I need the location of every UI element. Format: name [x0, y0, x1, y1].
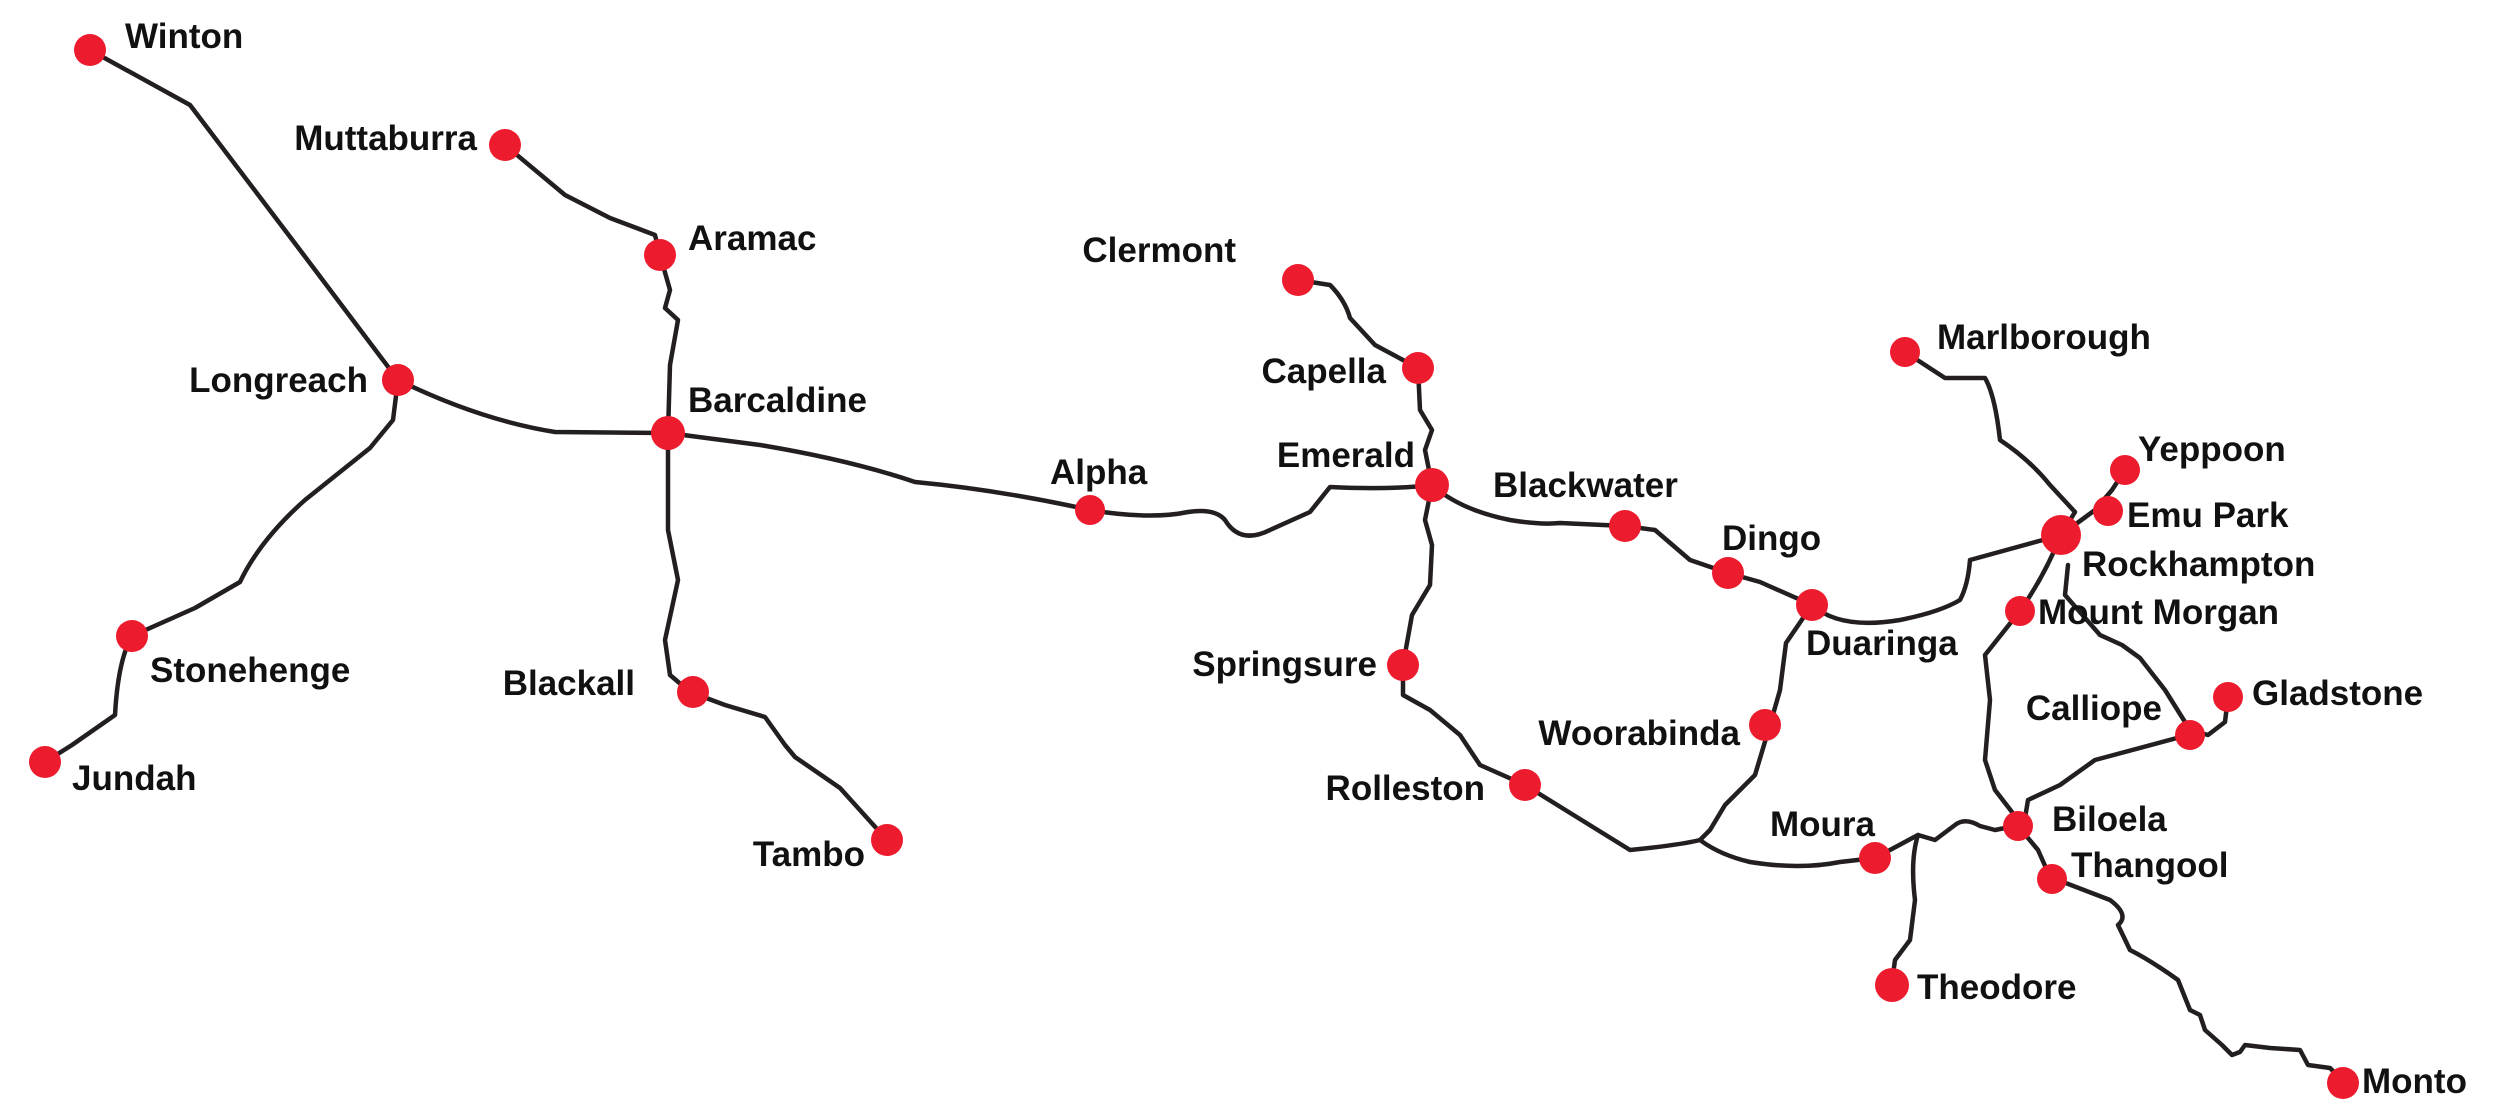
route-rolleston-moura: [1522, 782, 1878, 869]
route-aramac-barcaldine: [657, 252, 681, 436]
route-longreach-stonehenge: [129, 377, 401, 639]
town-marker-calliope[interactable]: [2175, 720, 2205, 750]
town-label-duaringa: Duaringa: [1806, 624, 1958, 663]
town-marker-mount-morgan[interactable]: [2005, 596, 2035, 626]
route-blackall-tambo: [687, 689, 890, 843]
town-labels: Winton Muttaburra Aramac Longreach Barca…: [72, 17, 2467, 1101]
town-label-rockhampton: Rockhampton: [2082, 545, 2315, 584]
town-label-dingo: Dingo: [1722, 519, 1821, 558]
town-markers: [29, 34, 2359, 1099]
town-label-mount-morgan: Mount Morgan: [2038, 593, 2279, 632]
town-label-yeppoon: Yeppoon: [2138, 430, 2286, 469]
town-marker-barcaldine[interactable]: [651, 416, 685, 450]
route-springsure-rolleston: [1400, 662, 1528, 788]
town-label-rolleston: Rolleston: [1326, 769, 1485, 808]
town-label-jundah: Jundah: [72, 759, 196, 798]
town-label-thangool: Thangool: [2071, 846, 2228, 885]
route-rockhampton-gladstone: [2062, 562, 2230, 738]
town-marker-marlborough[interactable]: [1890, 337, 1920, 367]
town-label-clermont: Clermont: [1082, 231, 1236, 270]
town-label-gladstone: Gladstone: [2252, 674, 2423, 713]
town-label-alpha: Alpha: [1050, 453, 1148, 492]
town-label-woorabinda: Woorabinda: [1538, 714, 1740, 753]
town-label-muttaburra: Muttaburra: [294, 119, 477, 158]
route-capella-emerald: [1415, 365, 1435, 488]
town-marker-aramac[interactable]: [644, 239, 676, 271]
town-marker-dingo[interactable]: [1712, 557, 1744, 589]
route-clermont-capella: [1295, 277, 1421, 371]
route-alpha-emerald: [1087, 482, 1435, 538]
route-duaringa-rockhampton: [1809, 532, 2064, 626]
town-marker-winton[interactable]: [74, 34, 106, 66]
town-marker-gladstone[interactable]: [2213, 682, 2243, 712]
town-label-blackall: Blackall: [503, 664, 635, 703]
route-marlborough-rockhampton: [1902, 349, 2078, 538]
town-marker-stonehenge[interactable]: [116, 620, 148, 652]
town-label-calliope: Calliope: [2026, 689, 2162, 728]
town-label-tambo: Tambo: [753, 835, 865, 874]
route-barcaldine-blackall: [662, 430, 693, 695]
route-longreach-barcaldine: [395, 377, 671, 436]
town-marker-blackall[interactable]: [677, 676, 709, 708]
town-marker-blackwater[interactable]: [1609, 510, 1641, 542]
town-marker-biloela[interactable]: [2003, 811, 2033, 841]
town-marker-clermont[interactable]: [1282, 264, 1314, 296]
town-label-moura: Moura: [1770, 805, 1876, 844]
town-marker-moura[interactable]: [1859, 842, 1891, 874]
town-marker-emerald[interactable]: [1415, 468, 1449, 502]
route-winton-longreach: [87, 47, 401, 383]
route-calliope-biloela: [2022, 732, 2191, 821]
town-marker-alpha[interactable]: [1075, 495, 1105, 525]
town-marker-yeppoon[interactable]: [2110, 455, 2140, 485]
town-label-stonehenge: Stonehenge: [150, 651, 350, 690]
route-moura-theodore: [1889, 832, 1921, 985]
route-barcaldine-alpha: [665, 430, 1093, 513]
town-label-longreach: Longreach: [189, 361, 368, 400]
town-marker-springsure[interactable]: [1387, 649, 1419, 681]
town-marker-jundah[interactable]: [29, 746, 61, 778]
town-marker-tambo[interactable]: [871, 824, 903, 856]
town-marker-muttaburra[interactable]: [489, 129, 521, 161]
town-label-biloela: Biloela: [2052, 800, 2167, 839]
town-marker-theodore[interactable]: [1875, 968, 1909, 1002]
route-moura-biloela: [1872, 819, 2023, 861]
town-marker-rolleston[interactable]: [1509, 769, 1541, 801]
town-marker-thangool[interactable]: [2037, 864, 2067, 894]
town-label-barcaldine: Barcaldine: [688, 381, 867, 420]
town-marker-duaringa[interactable]: [1796, 589, 1828, 621]
route-mount-morgan-biloela: [1982, 608, 2023, 829]
town-marker-rockhampton[interactable]: [2041, 515, 2081, 555]
route-lines: [42, 47, 2345, 1083]
town-label-emerald: Emerald: [1277, 436, 1415, 475]
route-woorabinda-moura: [1697, 722, 1773, 843]
town-label-theodore: Theodore: [1917, 968, 2076, 1007]
route-emerald-springsure: [1400, 482, 1435, 668]
town-marker-monto[interactable]: [2327, 1067, 2359, 1099]
town-marker-woorabinda[interactable]: [1749, 709, 1781, 741]
route-emerald-blackwater: [1429, 482, 1628, 529]
town-label-springsure: Springsure: [1192, 645, 1377, 684]
route-thangool-monto: [2047, 874, 2345, 1083]
town-label-marlborough: Marlborough: [1937, 318, 2151, 357]
town-label-capella: Capella: [1262, 352, 1387, 391]
route-duaringa-woorabinda: [1767, 602, 1815, 728]
town-label-blackwater: Blackwater: [1493, 466, 1678, 505]
town-marker-capella[interactable]: [1402, 352, 1434, 384]
town-label-emu-park: Emu Park: [2127, 496, 2289, 535]
town-label-aramac: Aramac: [688, 219, 816, 258]
town-marker-emu-park[interactable]: [2093, 496, 2123, 526]
town-label-winton: Winton: [125, 17, 243, 56]
town-label-monto: Monto: [2362, 1062, 2467, 1101]
town-marker-longreach[interactable]: [382, 364, 414, 396]
